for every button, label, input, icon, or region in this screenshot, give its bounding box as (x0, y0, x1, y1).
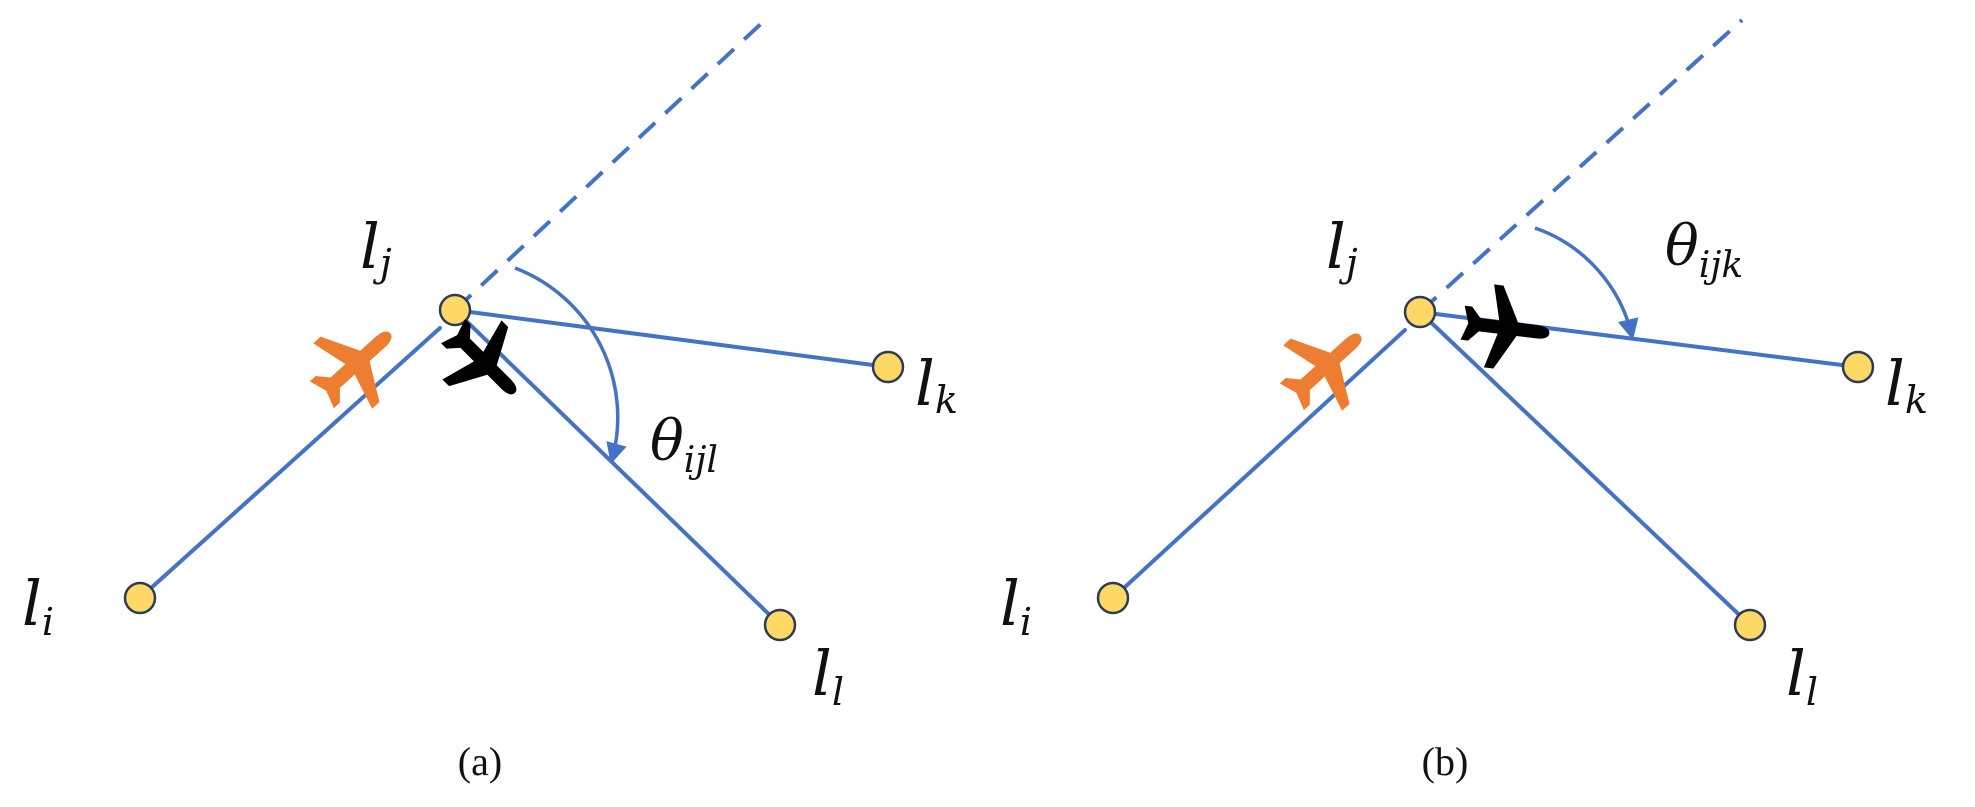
node-i (1096, 581, 1130, 615)
node-k (871, 350, 905, 384)
label-l-l: ll (1786, 637, 1818, 714)
caption-b: (b) (1422, 739, 1469, 784)
dashed-extension-line (1418, 18, 1744, 314)
angle-label: θijk (1665, 214, 1743, 286)
node-j (438, 293, 472, 327)
label-l-i: li (1000, 567, 1032, 644)
airplane-icon-orange (1262, 302, 1390, 430)
panel-b: li lj lk ll θijk (b) (1000, 18, 1928, 784)
node-k (1841, 350, 1875, 384)
edge-i-j (138, 326, 442, 600)
label-l-k: lk (915, 347, 958, 422)
dashed-extension-line (453, 18, 767, 312)
edge-i-j (1111, 328, 1407, 600)
caption-a: (a) (458, 739, 502, 784)
edge-j-l (1418, 310, 1752, 627)
label-l-j: lj (360, 210, 392, 285)
label-l-k: lk (1885, 347, 1928, 422)
node-j (1403, 295, 1437, 329)
edge-j-l (453, 308, 782, 627)
label-l-j: lj (1326, 210, 1358, 285)
panel-a: li lj lk ll θijl (a) (22, 18, 958, 784)
angle-arc (514, 266, 627, 465)
angle-label: θijl (650, 409, 718, 481)
node-l (1733, 608, 1767, 642)
edge-j-k (453, 308, 890, 369)
angle-arc (1534, 226, 1639, 341)
label-l-l: ll (812, 637, 844, 714)
node-l (763, 608, 797, 642)
label-l-i: li (22, 567, 54, 644)
node-i (123, 581, 157, 615)
